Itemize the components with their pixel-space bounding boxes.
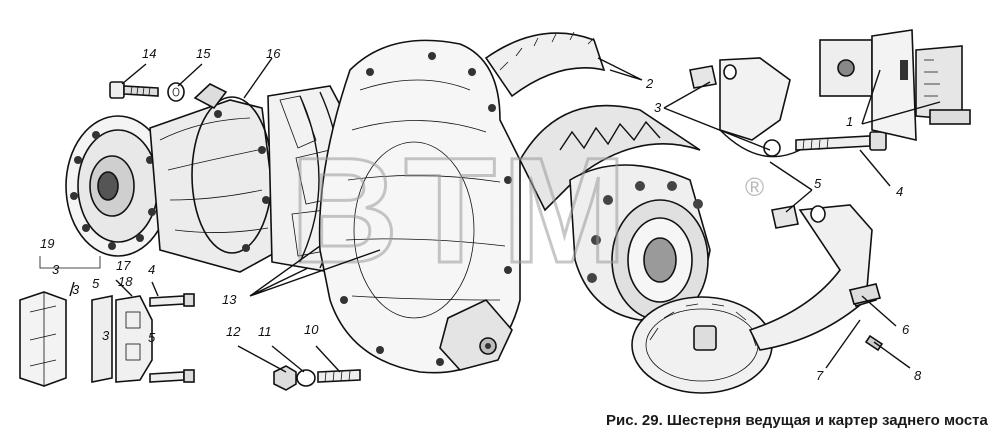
leader-lines (39, 57, 941, 373)
callout-19: 19 (40, 236, 54, 251)
bolt-4 (795, 131, 887, 151)
svg-text:®: ® (745, 172, 764, 202)
lock-plate-6 (848, 283, 882, 305)
callout-1: 1 (846, 114, 853, 129)
callout-14: 14 (142, 46, 156, 61)
figure-caption: Рис. 29. Шестерня ведущая и картер задне… (606, 412, 988, 429)
callout-16: 16 (266, 46, 281, 61)
callout-2: 2 (645, 76, 654, 91)
callout-12: 12 (226, 324, 241, 339)
callout-18: 18 (118, 274, 133, 289)
bearing-cap-upper (719, 57, 801, 158)
washer-15 (167, 82, 185, 102)
nut-12 (273, 365, 297, 391)
callout-15: 15 (196, 46, 211, 61)
housing-plug (439, 299, 513, 371)
callout-3-left-c: 3 (102, 328, 110, 343)
callout-5-right: 5 (814, 176, 822, 191)
callout-3-upper: 3 (654, 100, 662, 115)
callout-10: 10 (304, 322, 319, 337)
callout-11: 11 (258, 324, 272, 339)
bearing-race-lower (631, 296, 773, 394)
detail-19-cap (19, 291, 67, 387)
callout-4-right: 4 (896, 184, 903, 199)
callout-4-left: 4 (148, 262, 155, 277)
callout-5-left-b: 5 (148, 330, 156, 345)
ring-gear-upper (484, 31, 606, 98)
bolt-10 (317, 369, 361, 383)
differential-carrier (569, 164, 711, 321)
bolt-14 (109, 81, 159, 99)
bolt-4-small-upper (149, 293, 195, 307)
callout-3-left-a: 3 (52, 262, 60, 277)
callout-6: 6 (902, 322, 910, 337)
inset-pinion-assembly (819, 29, 971, 142)
callout-13: 13 (222, 292, 237, 307)
callout-labels: 1 2 3 3 3 4 4 5 5 5 6 7 8 10 11 12 13 14… (40, 46, 922, 383)
svg-text:BTM: BTM (290, 126, 633, 294)
bearing-housing (149, 83, 281, 273)
callout-7: 7 (816, 368, 824, 383)
screw-8 (864, 334, 884, 352)
callout-8: 8 (914, 368, 922, 383)
watermark-logo: BTM ® (289, 125, 765, 296)
washer-11 (296, 369, 316, 387)
callout-17: 17 (116, 258, 131, 273)
sleeve-3-upper (689, 65, 717, 89)
sleeve-3-lower (771, 205, 799, 229)
ring-gear-middle (519, 104, 701, 212)
bearing-cap-lower (748, 204, 877, 351)
callout-3-left-b: 3 (72, 282, 80, 297)
callout-5-left-a: 5 (92, 276, 100, 291)
bolt-4-small-lower (149, 369, 195, 383)
detail-19-inserts (91, 295, 153, 383)
